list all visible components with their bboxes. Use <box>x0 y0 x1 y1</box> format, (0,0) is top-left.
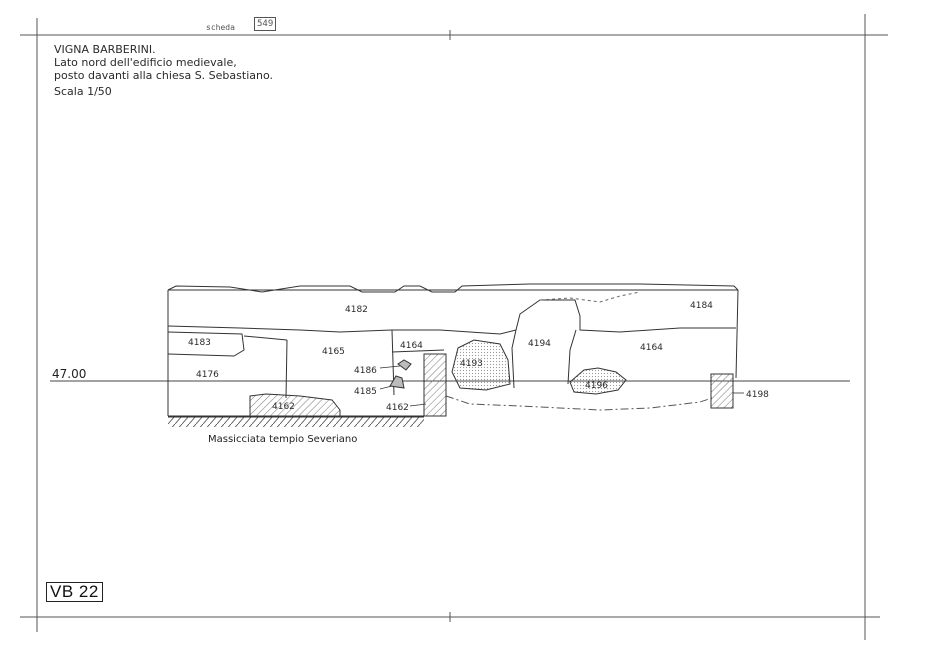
handwritten-scheda-label: scheda <box>206 23 235 32</box>
unit-label-4176: 4176 <box>196 370 219 380</box>
unit-label-4184: 4184 <box>690 301 713 311</box>
unit-label-4162-left: 4162 <box>272 402 295 412</box>
sheet-code-box: VB 22 <box>46 582 103 602</box>
unit-label-4164-right: 4164 <box>640 343 663 353</box>
unit-label-4164-left: 4164 <box>400 341 423 351</box>
unit-label-4193: 4193 <box>460 359 483 369</box>
drawing-scale: Scala 1/50 <box>54 85 112 98</box>
unit-label-4182: 4182 <box>345 305 368 315</box>
foundation-hatching <box>168 417 424 427</box>
wall-4162-left <box>249 393 341 417</box>
unit-label-4165: 4165 <box>322 347 345 357</box>
unit-label-4183: 4183 <box>188 338 211 348</box>
unit-label-4162-right: 4162 <box>386 403 409 413</box>
drawing-subtitle-line1: Lato nord dell'edificio medievale, <box>54 56 237 69</box>
datum-elevation-label: 47.00 <box>52 367 86 381</box>
foundation-caption: Massicciata tempio Severiano <box>208 434 357 445</box>
section-outline <box>167 283 739 417</box>
wall-4162-right <box>423 353 447 417</box>
unit-label-4185: 4185 <box>354 387 377 397</box>
wall-4198 <box>710 373 734 409</box>
drawing-subtitle-line2: posto davanti alla chiesa S. Sebastiano. <box>54 69 273 82</box>
drawing-title: VIGNA BARBERINI. <box>54 43 156 56</box>
unit-label-4196: 4196 <box>585 381 608 391</box>
handwritten-scheda-number: 549 <box>254 17 277 31</box>
leader-lines <box>379 365 744 407</box>
unit-label-4186: 4186 <box>354 366 377 376</box>
unit-label-4198: 4198 <box>746 390 769 400</box>
unit-label-4194: 4194 <box>528 339 551 349</box>
sheet-frame <box>20 14 888 640</box>
